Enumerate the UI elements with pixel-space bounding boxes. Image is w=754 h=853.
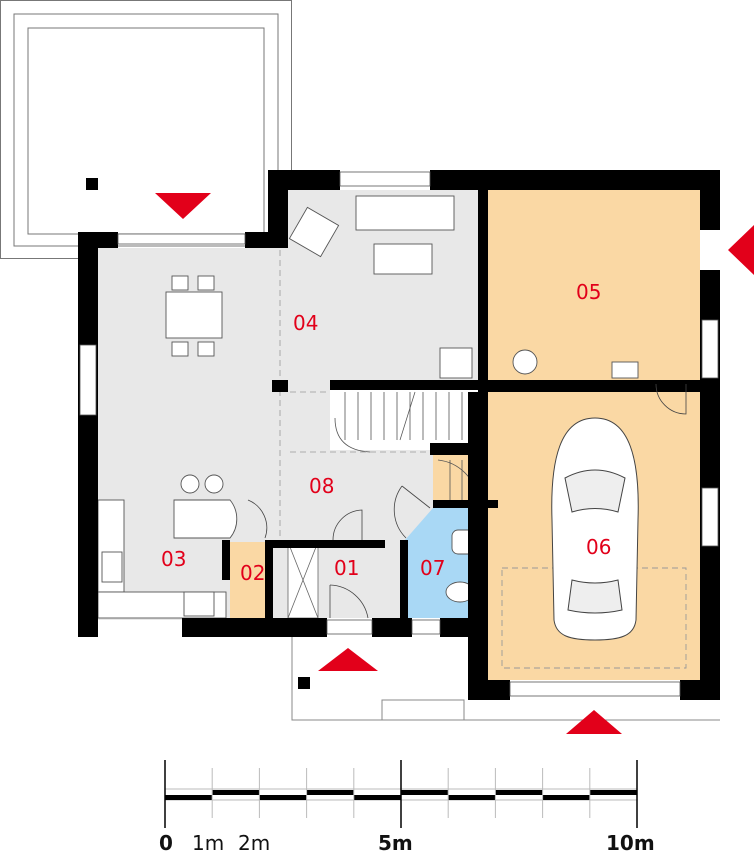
terrace (0, 0, 292, 259)
entrance-marker (298, 677, 310, 689)
scale-label-10m: 10m (606, 831, 655, 853)
scale-segment (165, 795, 213, 800)
room-label-08: 08 (309, 474, 334, 498)
car-icon (551, 417, 639, 641)
walls (78, 170, 720, 700)
room-label-02: 02 (240, 561, 265, 585)
room-label-04: 04 (293, 311, 318, 335)
scale-segment (353, 795, 401, 800)
room-label-07: 07 (420, 556, 445, 580)
scale-segment (542, 795, 590, 800)
room-05-floor (488, 190, 700, 380)
main-entry-arrow-icon (318, 648, 378, 671)
room-01-floor (318, 542, 400, 618)
dining-table (165, 291, 223, 339)
scale-label-2m: 2m (238, 831, 270, 853)
scale-segment (495, 790, 543, 795)
scale-segment (212, 790, 260, 795)
stairs (330, 390, 478, 450)
scale-bar (164, 760, 638, 828)
room-label-03: 03 (161, 547, 186, 571)
coffee-table (373, 243, 433, 275)
scale-segment (448, 795, 496, 800)
scale-segment (401, 790, 449, 795)
windows (79, 171, 719, 697)
scale-segment (589, 790, 637, 795)
room-label-01: 01 (334, 556, 359, 580)
kitchen-island (173, 499, 238, 539)
scale-segment (259, 795, 307, 800)
scale-label-1m: 1m (192, 831, 224, 853)
doors (247, 383, 687, 619)
room-02-floor (230, 542, 265, 618)
scale-label-0: 0 (159, 831, 173, 853)
terrace-marker (86, 178, 98, 190)
room-label-05: 05 (576, 280, 601, 304)
side-entry-arrow-icon (728, 225, 754, 275)
room-label-06: 06 (586, 535, 611, 559)
sofa (355, 195, 455, 231)
sink (101, 551, 123, 583)
scale-segment (306, 790, 354, 795)
furniture (97, 195, 687, 669)
armchair (288, 206, 340, 258)
scale-label-5m: 5m (378, 831, 413, 853)
garage-entry-arrow-icon (566, 710, 622, 734)
stove (183, 591, 215, 617)
terrace-entry-arrow-icon (155, 193, 211, 219)
